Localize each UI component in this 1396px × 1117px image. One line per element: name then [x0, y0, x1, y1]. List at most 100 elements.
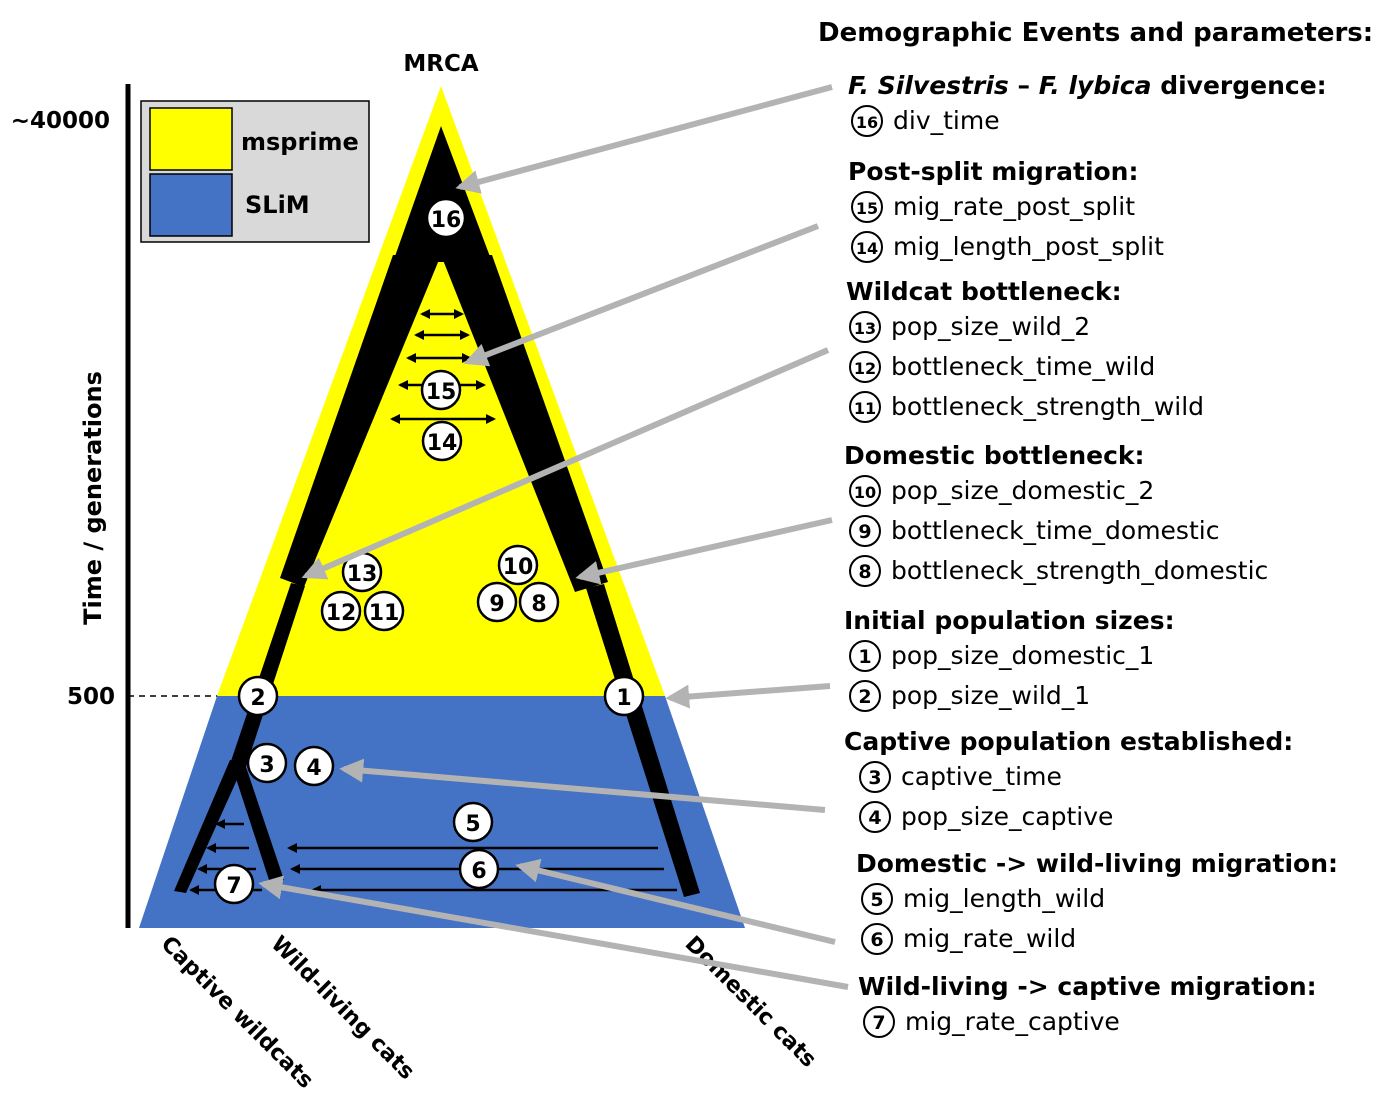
svg-text:1: 1 — [858, 646, 871, 668]
marker-1: 1 — [603, 675, 645, 717]
time-tick-500: 500 — [67, 684, 115, 710]
svg-text:10: 10 — [503, 555, 534, 580]
section-title-2: Wildcat bottleneck: — [846, 277, 1122, 306]
marker-15: 15 — [420, 369, 462, 411]
svg-text:1: 1 — [616, 686, 631, 711]
param-marker-3: 3 — [859, 761, 891, 793]
marker-6: 6 — [458, 848, 500, 890]
param-name-16: div_time — [893, 106, 1000, 135]
ancestral-lineage — [393, 126, 492, 262]
svg-text:2: 2 — [250, 686, 265, 711]
marker-13: 13 — [341, 551, 383, 593]
marker-9: 9 — [476, 581, 518, 623]
param-name-12: bottleneck_time_wild — [891, 352, 1155, 381]
param-name-2: pop_size_wild_1 — [891, 681, 1090, 710]
svg-text:13: 13 — [347, 562, 378, 587]
marker-16: 16 — [425, 197, 467, 239]
svg-text:7: 7 — [226, 874, 241, 899]
svg-text:3: 3 — [259, 753, 274, 778]
param-marker-10: 10 — [849, 475, 881, 507]
marker-10: 10 — [497, 544, 539, 586]
svg-text:16: 16 — [431, 208, 462, 233]
param-name-9: bottleneck_time_domestic — [891, 516, 1219, 545]
post-split-migration-arrows — [390, 309, 496, 424]
param-marker-12: 12 — [849, 351, 881, 383]
param-name-4: pop_size_captive — [901, 802, 1113, 831]
svg-text:9: 9 — [489, 592, 504, 617]
events-panel: Demographic Events and parameters: F. Si… — [818, 18, 1373, 1038]
section-title-3: Domestic bottleneck: — [844, 441, 1145, 470]
pointer-arrows — [258, 84, 849, 990]
svg-text:7: 7 — [872, 1012, 885, 1034]
svg-text:3: 3 — [868, 767, 881, 789]
legend-msprime-label: msprime — [241, 128, 359, 156]
param-name-13: pop_size_wild_2 — [891, 312, 1090, 341]
param-marker-7: 7 — [863, 1006, 895, 1038]
param-name-11: bottleneck_strength_wild — [891, 392, 1204, 421]
svg-text:14: 14 — [856, 239, 878, 258]
param-marker-11: 11 — [849, 391, 881, 423]
leaf-label-domestic: Domestic cats — [680, 932, 821, 1073]
section-title-1: Post-split migration: — [848, 157, 1138, 186]
svg-text:9: 9 — [858, 521, 871, 543]
wild-lineage-lower — [230, 760, 284, 883]
param-marker-9: 9 — [849, 515, 881, 547]
svg-text:4: 4 — [306, 756, 321, 781]
svg-text:8: 8 — [858, 561, 871, 583]
svg-text:12: 12 — [854, 359, 876, 378]
param-name-8: bottleneck_strength_domestic — [891, 556, 1268, 585]
domestic-lineage — [586, 584, 700, 897]
param-name-7: mig_rate_captive — [905, 1007, 1120, 1036]
marker-7: 7 — [213, 863, 255, 905]
marker-8: 8 — [518, 581, 560, 623]
legend-slim-swatch — [149, 173, 233, 237]
svg-text:11: 11 — [854, 399, 876, 418]
time-tick-top: ~40000 — [11, 108, 110, 134]
svg-text:15: 15 — [426, 380, 457, 405]
wildcat-ancestral-branch — [280, 255, 441, 587]
section-title-5: Captive population established: — [844, 727, 1293, 756]
param-marker-4: 4 — [859, 801, 891, 833]
param-marker-2: 2 — [849, 680, 881, 712]
param-name-1: pop_size_domestic_1 — [891, 641, 1154, 670]
legend: msprime SLiM — [140, 100, 370, 243]
param-marker-14: 14 — [851, 231, 883, 263]
section-title-4: Initial population sizes: — [844, 606, 1175, 635]
param-name-3: captive_time — [901, 762, 1062, 791]
section-title-0: F. Silvestris – F. lybica divergence: — [848, 71, 1327, 100]
svg-text:16: 16 — [856, 113, 878, 132]
marker-14: 14 — [421, 420, 463, 462]
events-header: Demographic Events and parameters: — [818, 18, 1373, 48]
param-marker-5: 5 — [861, 883, 893, 915]
mrca-label: MRCA — [403, 51, 478, 77]
param-marker-6: 6 — [861, 923, 893, 955]
svg-text:13: 13 — [854, 319, 876, 338]
param-name-10: pop_size_domestic_2 — [891, 476, 1154, 505]
param-marker-13: 13 — [849, 311, 881, 343]
legend-slim-label: SLiM — [245, 191, 310, 219]
marker-4: 4 — [293, 745, 335, 787]
param-marker-15: 15 — [851, 191, 883, 223]
svg-text:6: 6 — [471, 859, 486, 884]
param-name-15: mig_rate_post_split — [893, 192, 1135, 221]
param-name-5: mig_length_wild — [903, 884, 1105, 913]
svg-text:12: 12 — [326, 601, 357, 626]
marker-3: 3 — [246, 742, 288, 784]
section-title-6: Domestic -> wild-living migration: — [856, 849, 1338, 878]
time-axis-label: Time / generations — [79, 371, 107, 625]
svg-text:15: 15 — [856, 199, 878, 218]
param-name-6: mig_rate_wild — [903, 924, 1076, 953]
param-marker-16: 16 — [851, 105, 883, 137]
param-marker-1: 1 — [849, 640, 881, 672]
svg-text:11: 11 — [369, 601, 400, 626]
marker-2: 2 — [237, 675, 279, 717]
param-name-14: mig_length_post_split — [893, 232, 1164, 261]
svg-text:8: 8 — [531, 592, 546, 617]
captive-lineage — [174, 760, 244, 893]
marker-5: 5 — [452, 801, 494, 843]
svg-text:5: 5 — [465, 812, 480, 837]
marker-11: 11 — [363, 590, 405, 632]
svg-text:4: 4 — [868, 807, 881, 829]
svg-text:5: 5 — [870, 889, 883, 911]
